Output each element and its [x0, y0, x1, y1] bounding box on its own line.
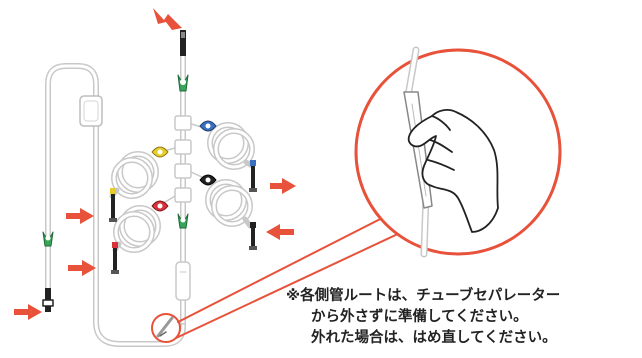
- lower-green-clamp-icon: [177, 213, 189, 229]
- arrow-left-icon-2: [266, 224, 294, 240]
- black-clamp-icon: [199, 174, 217, 186]
- arrows: [14, 8, 296, 320]
- green-clamp-icon: [177, 74, 189, 92]
- red-clamp-icon: [151, 200, 169, 212]
- hand-icon: [407, 109, 499, 233]
- small-separator-icon: [151, 313, 181, 343]
- left-connector-icon: [42, 288, 54, 312]
- separator-note: ※各側管ルートは、チューブセパレーター から外さずに準備してください。 外れた場…: [286, 286, 638, 349]
- coil-upper-right: [207, 122, 255, 170]
- coil-lower-right: [205, 179, 253, 229]
- coil-upper-left: [109, 151, 159, 199]
- roller-clamp-icon: [79, 95, 103, 127]
- blue-clamp-icon: [199, 120, 217, 132]
- loop-tube: [45, 63, 186, 347]
- blue-connector-icon: [249, 160, 257, 192]
- note-line-1: ※各側管ルートは、チューブセパレーター: [286, 288, 561, 304]
- coil-lower-left: [112, 205, 161, 253]
- note-line-2: から外さずに準備してください。: [311, 309, 528, 325]
- note-line-3: 外れた場合は、はめ直してください。: [311, 330, 557, 346]
- zoom-lines: [175, 213, 403, 339]
- drip-chamber-icon: [175, 261, 191, 301]
- branch-manifold: [159, 115, 206, 205]
- arrow-right-icon: [66, 208, 94, 224]
- yellow-clamp-icon: [151, 146, 169, 158]
- arrow-right-icon-2: [68, 260, 96, 276]
- arrow-right-icon-3: [14, 304, 42, 320]
- top-connector-icon: [180, 30, 186, 56]
- left-green-clamp-icon: [42, 231, 54, 247]
- black-connector-icon: [249, 222, 257, 250]
- yellow-connector-icon: [109, 188, 117, 222]
- arrow-left-icon: [270, 178, 296, 194]
- arrow-down-icon: [153, 8, 182, 30]
- red-connector-icon: [111, 242, 119, 274]
